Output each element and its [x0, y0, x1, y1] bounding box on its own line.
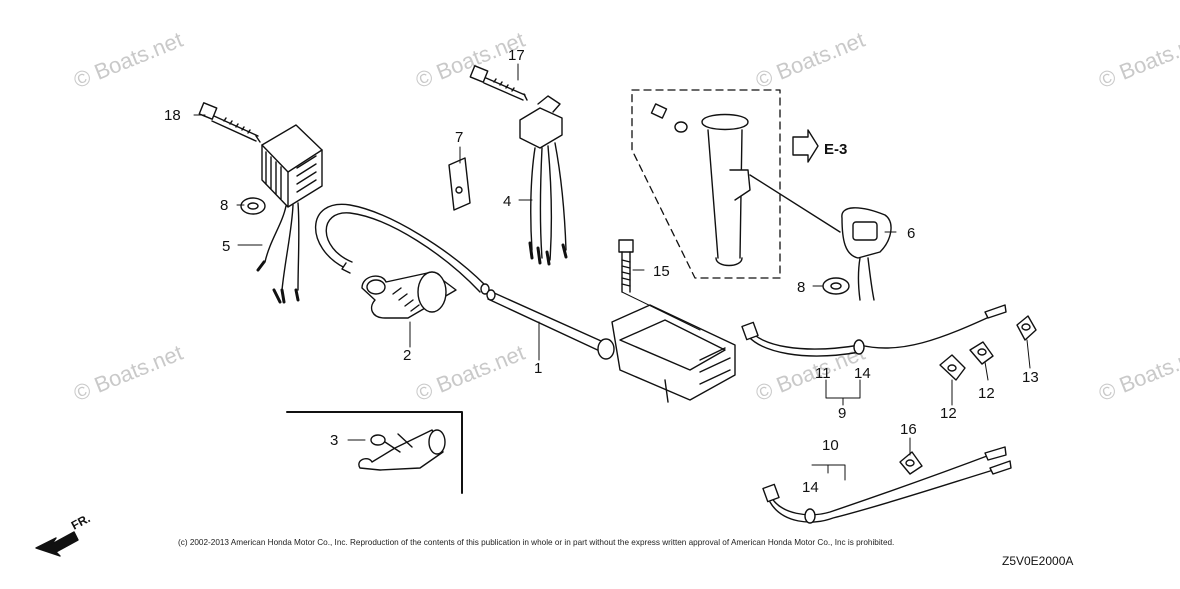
callout-10: 10 [822, 437, 839, 454]
clamp-8-right [822, 277, 850, 295]
callout-7: 7 [455, 129, 463, 146]
front-label: FR. [69, 511, 93, 532]
spark-plug-cable-2 [314, 203, 490, 295]
callout-4: 4 [503, 193, 511, 210]
bolt-15 [618, 239, 634, 293]
callout-2: 2 [403, 347, 411, 364]
plug-cap-3-group [286, 411, 463, 494]
harness-10 [762, 446, 1012, 524]
leader-lines [193, 63, 1031, 456]
clamp-12-right [969, 341, 994, 365]
callout-14: 14 [854, 365, 871, 382]
clamp-8-left [240, 197, 266, 215]
callout-15: 15 [653, 263, 670, 280]
bolt-17 [469, 65, 528, 101]
callout-17: 17 [508, 47, 525, 64]
spark-plug-cap-2 [361, 271, 457, 319]
callout-18: 18 [164, 107, 181, 124]
bolt-18 [198, 102, 261, 143]
callout-13: 13 [1022, 369, 1039, 386]
clamp-16 [899, 451, 923, 475]
callout-12-left: 12 [940, 405, 957, 422]
harness-9 [741, 304, 1007, 357]
callout-5: 5 [222, 238, 230, 255]
callout-3: 3 [330, 432, 338, 449]
clamp-12-left [939, 354, 966, 381]
callout-1: 1 [534, 360, 542, 377]
coil-6 [841, 207, 892, 301]
callout-8-right: 8 [797, 279, 805, 296]
callout-8: 8 [220, 197, 228, 214]
callout-12-right: 12 [978, 385, 995, 402]
front-arrow: FR. [35, 511, 93, 557]
callout-14-lower: 14 [802, 479, 819, 496]
copyright-notice: (c) 2002-2013 American Honda Motor Co., … [178, 538, 895, 547]
e3-reference-box: E-3 [631, 89, 847, 279]
callout-9: 9 [838, 405, 846, 422]
callout-16: 16 [900, 421, 917, 438]
diagram-code: Z5V0E2000A [1002, 554, 1074, 568]
callout-6: 6 [907, 225, 915, 242]
clamp-13 [1016, 315, 1037, 341]
reference-label: E-3 [824, 141, 847, 158]
switch-4 [519, 95, 568, 266]
stay-7 [448, 157, 471, 211]
callout-11: 11 [815, 365, 831, 382]
regulator-5 [256, 124, 323, 304]
ignition-coil-1 [486, 289, 736, 403]
